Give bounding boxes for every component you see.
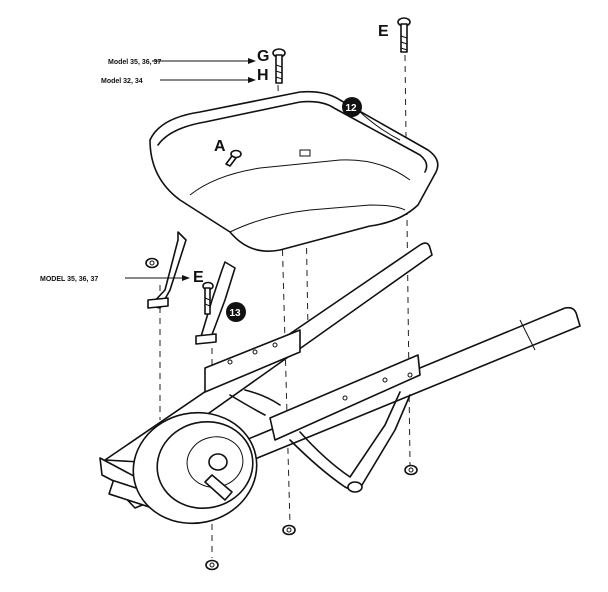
bolt-e-top — [397, 17, 411, 53]
leader-arrows — [125, 58, 401, 281]
wheelbarrow-tub — [149, 90, 439, 252]
callout-g: G — [257, 48, 269, 65]
wheelbarrow-wheel — [132, 389, 281, 525]
part-number-12-text: 12 — [346, 103, 358, 114]
bolt-a — [225, 149, 242, 167]
part-number-13-text: 13 — [230, 308, 242, 319]
wheelbarrow-leg-stand — [289, 391, 411, 493]
part-number-12: 12 — [342, 97, 362, 117]
hex-nuts — [145, 257, 418, 571]
model-label-h: Model 32, 34 — [101, 78, 143, 85]
callout-h: H — [257, 67, 269, 84]
callout-e-brace: E — [193, 269, 204, 286]
model-label-g: Model 35, 36, 37 — [108, 59, 161, 66]
callout-e-top: E — [378, 23, 389, 40]
part-number-13: 13 — [226, 302, 246, 322]
tub-brace-right — [195, 261, 236, 345]
tub-brace-left — [147, 231, 187, 309]
callout-a: A — [214, 138, 226, 155]
model-label-brace: MODEL 35, 36, 37 — [40, 276, 98, 283]
bolt-e-brace — [202, 281, 214, 315]
bolt-g — [272, 48, 286, 84]
